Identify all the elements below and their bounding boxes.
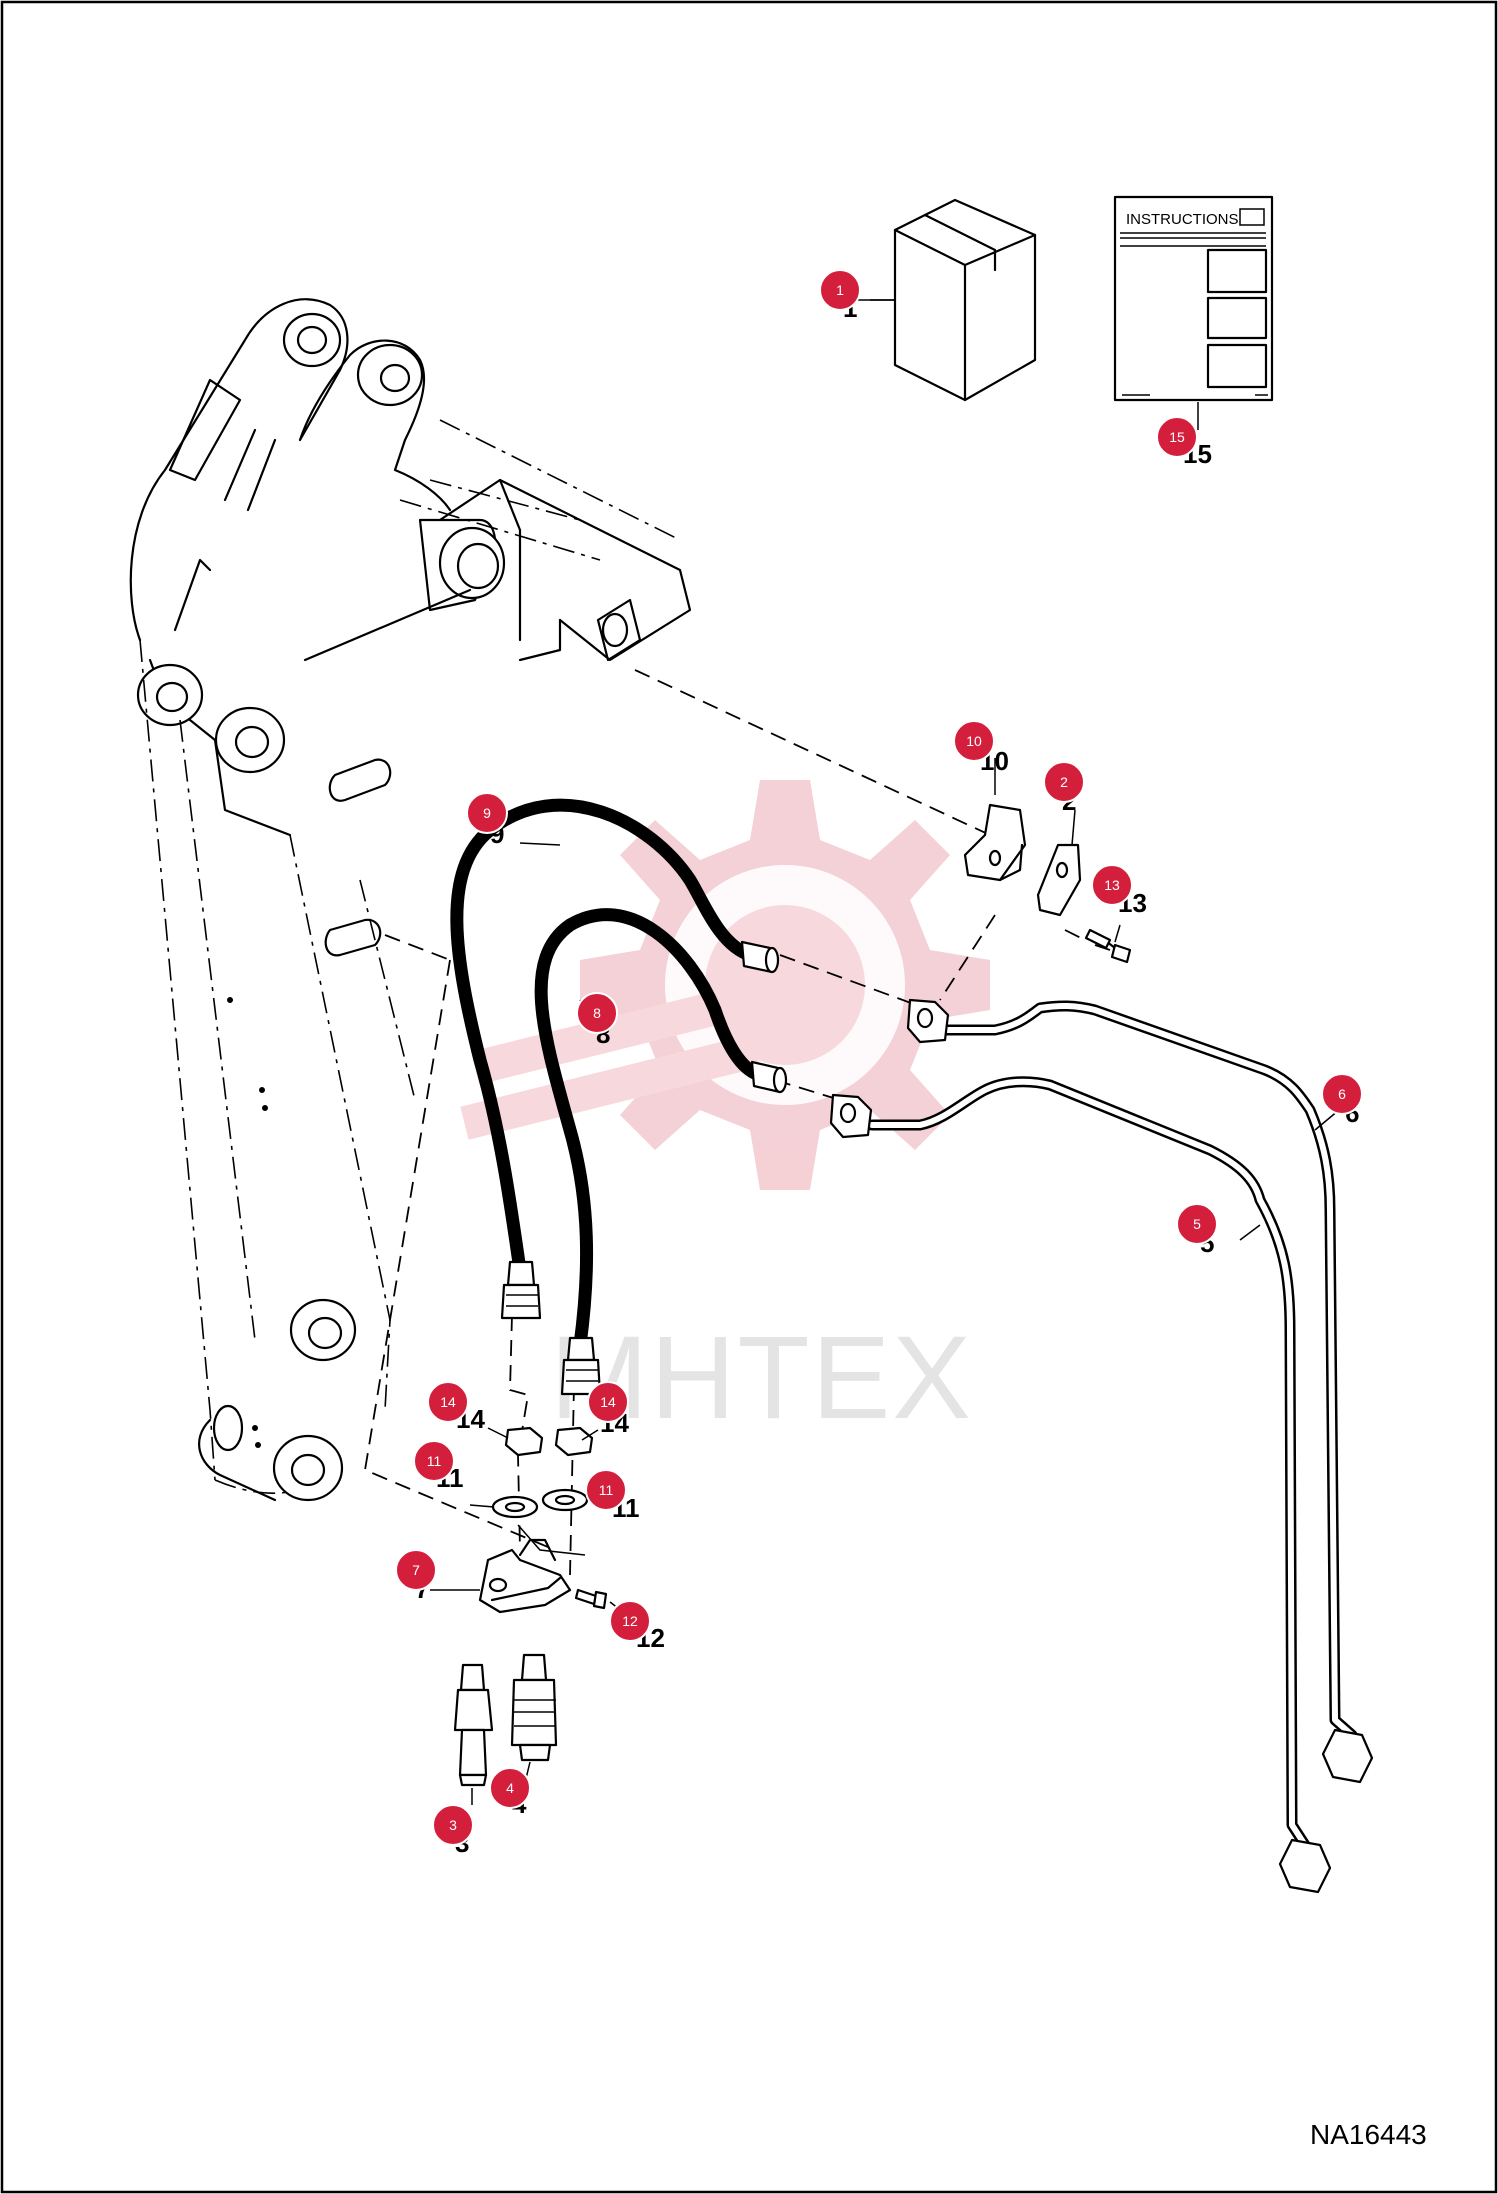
callout-badge-8[interactable]: 8 bbox=[576, 992, 618, 1034]
svg-text:8: 8 bbox=[593, 1005, 601, 1021]
svg-text:3: 3 bbox=[449, 1817, 457, 1833]
bracket-fasteners bbox=[453, 1426, 608, 1787]
callout-badge-3[interactable]: 3 bbox=[432, 1804, 474, 1846]
callout-badge-11a[interactable]: 11 bbox=[413, 1440, 455, 1482]
svg-text:1: 1 bbox=[836, 282, 844, 298]
clamp-parts bbox=[963, 803, 1132, 964]
callout-badge-11b[interactable]: 11 bbox=[585, 1469, 627, 1511]
callout-badge-6[interactable]: 6 bbox=[1321, 1073, 1363, 1115]
svg-text:15: 15 bbox=[1169, 429, 1185, 445]
callout-badge-2[interactable]: 2 bbox=[1043, 761, 1085, 803]
svg-text:6: 6 bbox=[1338, 1086, 1346, 1102]
svg-text:12: 12 bbox=[622, 1613, 638, 1629]
callout-badge-10[interactable]: 10 bbox=[953, 720, 995, 762]
svg-text:14: 14 bbox=[600, 1394, 616, 1410]
callout-badge-13[interactable]: 13 bbox=[1091, 864, 1133, 906]
callout-badge-7[interactable]: 7 bbox=[395, 1549, 437, 1591]
callout-badge-15[interactable]: 15 bbox=[1156, 416, 1198, 458]
callout-badge-5[interactable]: 5 bbox=[1176, 1203, 1218, 1245]
instructions-sheet: INSTRUCTIONS bbox=[1113, 195, 1274, 430]
svg-text:14: 14 bbox=[440, 1394, 456, 1410]
hose-assemblies bbox=[450, 798, 788, 1396]
kit-box bbox=[870, 198, 1037, 402]
instructions-label: INSTRUCTIONS bbox=[1126, 211, 1239, 228]
steel-tube-lines bbox=[829, 998, 1374, 1894]
callout-badge-14a[interactable]: 14 bbox=[427, 1381, 469, 1423]
callout-badges: 1 2 3 4 5 6 7 8 9 10 11 11 12 13 14 14 1… bbox=[395, 269, 1363, 1846]
callout-badge-4[interactable]: 4 bbox=[489, 1767, 531, 1809]
boom-outline bbox=[129, 298, 692, 1502]
svg-text:13: 13 bbox=[1104, 877, 1120, 893]
callout-badge-1[interactable]: 1 bbox=[819, 269, 861, 311]
figure-id: NA16443 bbox=[1310, 2119, 1427, 2150]
watermark-text: MHTEX bbox=[550, 1312, 973, 1444]
svg-text:4: 4 bbox=[506, 1780, 514, 1796]
callout-badge-12[interactable]: 12 bbox=[609, 1600, 651, 1642]
callout-badge-9[interactable]: 9 bbox=[466, 792, 508, 834]
svg-text:2: 2 bbox=[1060, 774, 1068, 790]
svg-text:11: 11 bbox=[599, 1482, 614, 1498]
assembly-lines bbox=[363, 669, 1111, 1576]
svg-text:9: 9 bbox=[483, 805, 491, 821]
svg-text:5: 5 bbox=[1193, 1216, 1201, 1232]
svg-text:10: 10 bbox=[966, 733, 982, 749]
svg-text:11: 11 bbox=[427, 1453, 442, 1469]
svg-text:7: 7 bbox=[412, 1562, 420, 1578]
callout-badge-14b[interactable]: 14 bbox=[587, 1381, 629, 1423]
